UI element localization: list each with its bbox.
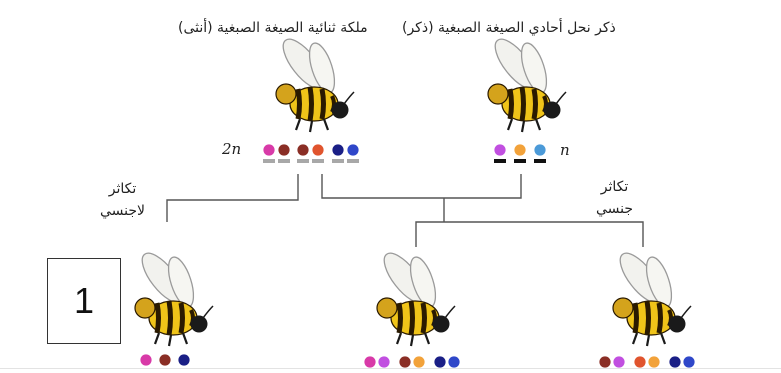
chromosome-dot (364, 356, 376, 368)
chromosome-bar (297, 159, 309, 163)
chromosome-dots (140, 144, 695, 368)
chromosome-dot (599, 356, 611, 368)
chromosome-bar (312, 159, 324, 163)
queen-label: ملكة ثنائية الصيغة الصبغية (أنثى) (178, 20, 368, 36)
chromosome-dot (613, 356, 625, 368)
chromosome-dot (413, 356, 425, 368)
chromosome-dot (434, 356, 446, 368)
chromosome-dot (312, 144, 324, 156)
sexual-offspring-branch (415, 221, 644, 247)
chromosome-dot (263, 144, 275, 156)
sexual-reproduction-label: تكاثر جنسي (596, 176, 633, 220)
chromosome-bar (263, 159, 275, 163)
bee-icon (613, 247, 691, 346)
chromosome-bar (332, 159, 344, 163)
chromosome-dot (683, 356, 695, 368)
sexual-connector (321, 174, 522, 199)
chromosome-bar (347, 159, 359, 163)
connector-lines (166, 174, 644, 247)
bee-icon (377, 247, 455, 346)
chromosome-dot (347, 144, 359, 156)
ploidy-drone: n (560, 141, 570, 159)
chromosome-dot (494, 144, 506, 156)
chromosome-bar (494, 159, 506, 163)
chromosome-bars (263, 159, 546, 163)
chromosome-dot (159, 354, 171, 366)
chromosome-dot (648, 356, 660, 368)
sexual-label-line1: تكاثر (600, 179, 629, 195)
chromosome-dot (534, 144, 546, 156)
asexual-label-line1: تكاثر (108, 181, 137, 197)
bee-icon (135, 247, 213, 346)
sexual-label-line2: جنسي (596, 201, 634, 217)
ploidy-queen: 2n (222, 140, 242, 158)
bee-icon (276, 33, 354, 132)
chromosome-dot (514, 144, 526, 156)
divider (0, 368, 781, 369)
chromosome-dot (399, 356, 411, 368)
asexual-reproduction-label: تكاثر لاجنسي (100, 178, 145, 222)
chromosome-dot (448, 356, 460, 368)
drone-label: ذكر نحل أحادي الصيغة الصبغية (ذكر) (402, 20, 616, 36)
chromosome-dot (634, 356, 646, 368)
chromosome-bar (514, 159, 526, 163)
chromosome-dot (140, 354, 152, 366)
chromosome-dot (278, 144, 290, 156)
chromosome-dot (332, 144, 344, 156)
asexual-label-line2: لاجنسي (100, 203, 146, 219)
bee-icon (488, 33, 566, 132)
chromosome-dot (178, 354, 190, 366)
chromosome-dot (669, 356, 681, 368)
asexual-connector (166, 174, 299, 222)
number-box: 1 (47, 258, 121, 344)
chromosome-bar (278, 159, 290, 163)
chromosome-bar (534, 159, 546, 163)
chromosome-dot (297, 144, 309, 156)
chromosome-dot (378, 356, 390, 368)
